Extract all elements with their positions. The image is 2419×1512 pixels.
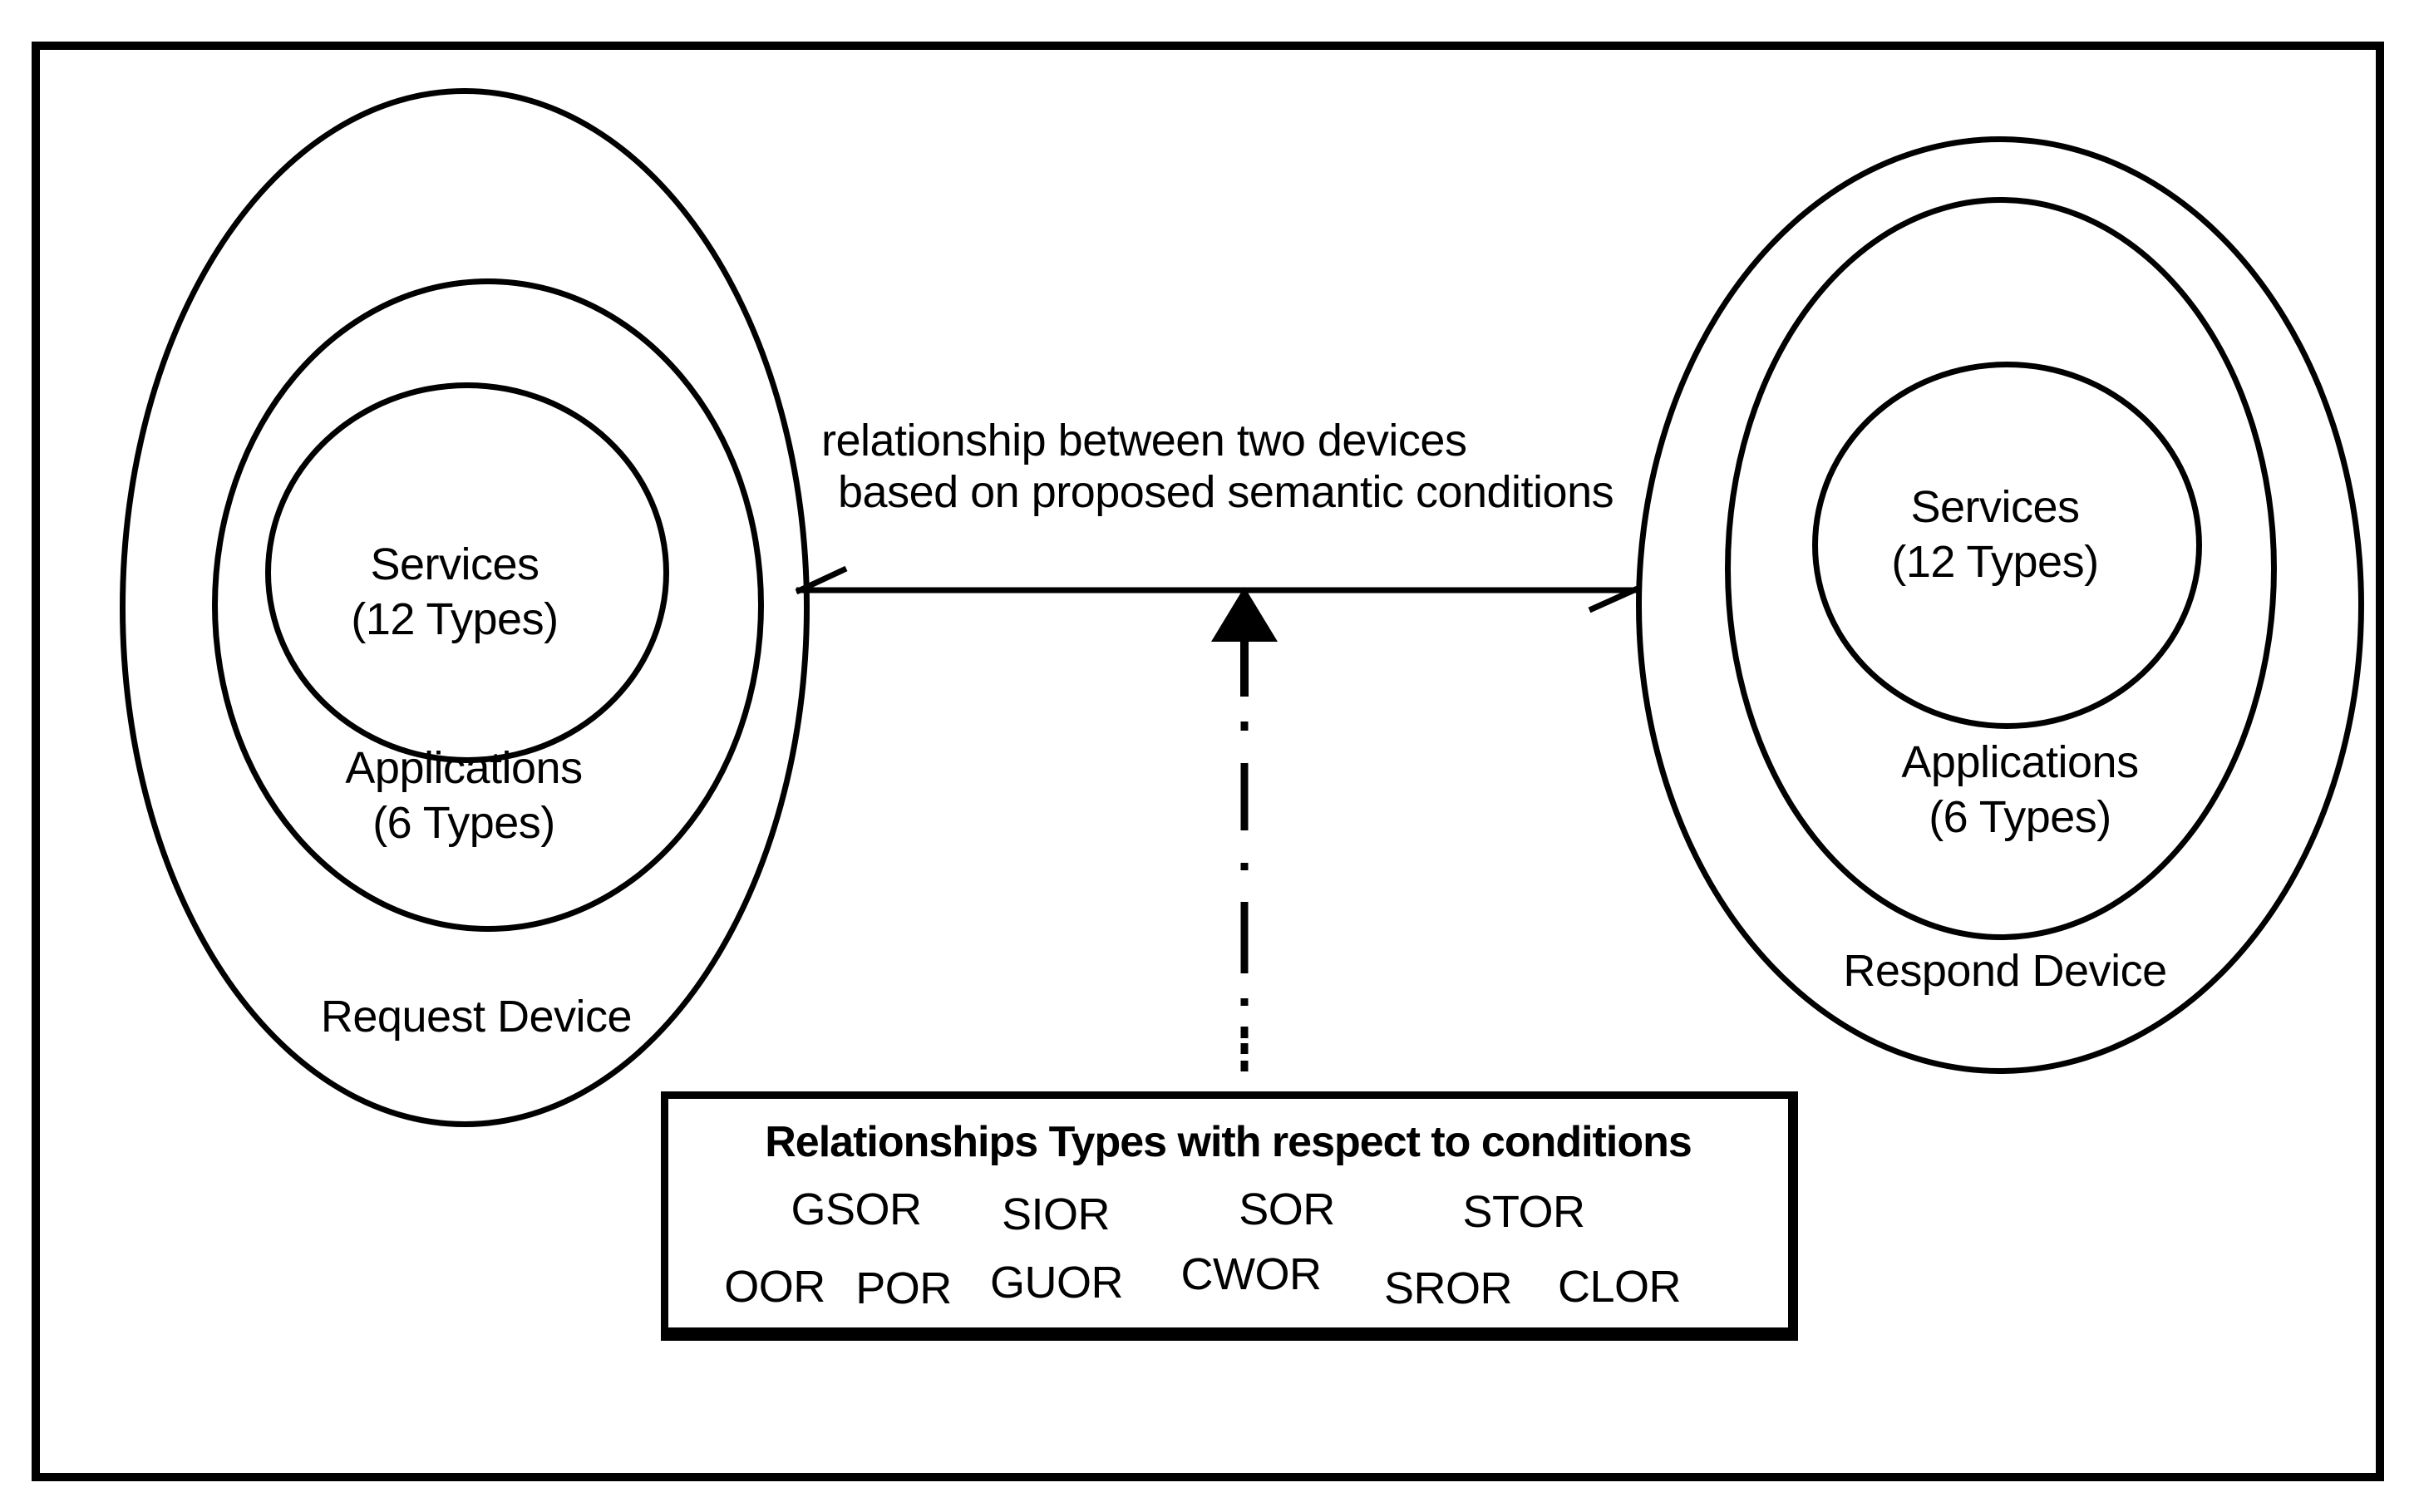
respond-device-middle-ellipse bbox=[1725, 197, 2277, 940]
acronym-cwor: CWOR bbox=[1180, 1249, 1322, 1299]
respond-device-outer-ellipse bbox=[1636, 136, 2364, 1074]
request-device-name-label: Request Device bbox=[320, 992, 633, 1042]
caption-line1: relationship between two devices bbox=[821, 416, 1467, 465]
services-line2: (12 Types) bbox=[1891, 537, 2099, 587]
applications-line1: Applications bbox=[1901, 737, 2139, 787]
respond-device-services-label: Services (12 Types) bbox=[1746, 480, 2244, 589]
caption-line2: based on proposed semantic conditions bbox=[838, 467, 1614, 517]
acronym-stor: STOR bbox=[1462, 1187, 1585, 1237]
request-device-outer-ellipse bbox=[120, 88, 810, 1127]
acronym-oor: OOR bbox=[724, 1262, 825, 1312]
request-device-applications-label: Applications (6 Types) bbox=[214, 741, 713, 850]
request-device-middle-ellipse bbox=[212, 278, 764, 932]
relationship-types-box-title: Relationships Types with respect to cond… bbox=[765, 1118, 1692, 1166]
respond-device-inner-circle bbox=[1812, 362, 2202, 729]
acronym-sor: SOR bbox=[1239, 1184, 1335, 1234]
respond-device-name-label: Respond Device bbox=[1843, 946, 2167, 996]
services-line1: Services bbox=[1910, 482, 2080, 532]
acronym-por: POR bbox=[855, 1263, 952, 1313]
respond-device-applications-label: Applications (6 Types) bbox=[1771, 735, 2269, 845]
relationship-arrow-caption: relationship between two devices based o… bbox=[821, 415, 1614, 518]
relationship-types-box bbox=[661, 1091, 1798, 1341]
acronym-gsor: GSOR bbox=[791, 1184, 922, 1234]
request-device-services-label: Services (12 Types) bbox=[205, 537, 704, 647]
applications-line1: Applications bbox=[345, 743, 583, 793]
acronym-guor: GUOR bbox=[990, 1258, 1124, 1308]
applications-line2: (6 Types) bbox=[1929, 792, 2111, 842]
request-device-inner-circle bbox=[265, 382, 669, 763]
services-line1: Services bbox=[370, 539, 539, 589]
acronym-clor: CLOR bbox=[1557, 1262, 1682, 1312]
applications-line2: (6 Types) bbox=[372, 798, 555, 848]
acronym-sror: SROR bbox=[1383, 1263, 1513, 1313]
acronym-sior: SIOR bbox=[1001, 1189, 1111, 1239]
services-line2: (12 Types) bbox=[351, 594, 559, 644]
